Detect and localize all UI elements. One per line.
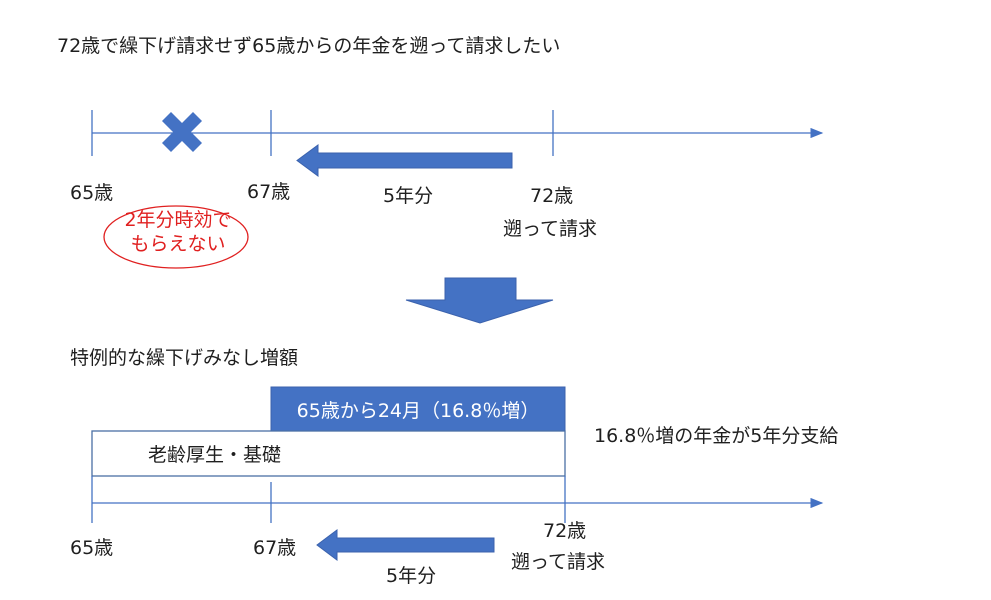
top-title: 72歳で繰下げ請求せず65歳からの年金を遡って請求したい	[57, 35, 561, 57]
transition-down-arrow	[405, 277, 554, 324]
bottom-back-arrow	[316, 529, 495, 561]
bottom-age-65-label: 65歳	[70, 537, 114, 559]
bottom-title: 特例的な繰下げみなし増額	[70, 347, 299, 369]
top-age-65-label: 65歳	[70, 182, 114, 204]
lapse-note-line1: 2年分時効で	[124, 209, 232, 231]
top-age-72-label: 72歳	[530, 185, 574, 207]
lapse-note-ellipse	[103, 205, 249, 269]
increase-bar-label: 65歳から24月（16.8％増）	[296, 399, 540, 422]
lapse-note: 2年分時効で もらえない	[108, 208, 248, 256]
increase-bar-shape	[270, 386, 566, 432]
top-retro-claim-label: 遡って請求	[503, 218, 598, 240]
top-span-label: 5年分	[383, 185, 434, 207]
base-bar-shape	[91, 430, 566, 477]
bottom-age-72-label: 72歳	[543, 520, 587, 542]
base-bar-label: 老齢厚生・基礎	[148, 444, 282, 466]
bottom-age-67-label: 67歳	[253, 537, 297, 559]
top-age-67-label: 67歳	[247, 181, 291, 203]
payout-note: 16.8％増の年金が5年分支給	[594, 425, 839, 447]
top-back-arrow	[296, 144, 513, 177]
bottom-retro-claim-label: 遡って請求	[511, 551, 606, 573]
lapse-note-line2: もらえない	[130, 233, 226, 255]
bottom-span-label: 5年分	[386, 565, 437, 587]
cross-icon	[162, 112, 202, 152]
